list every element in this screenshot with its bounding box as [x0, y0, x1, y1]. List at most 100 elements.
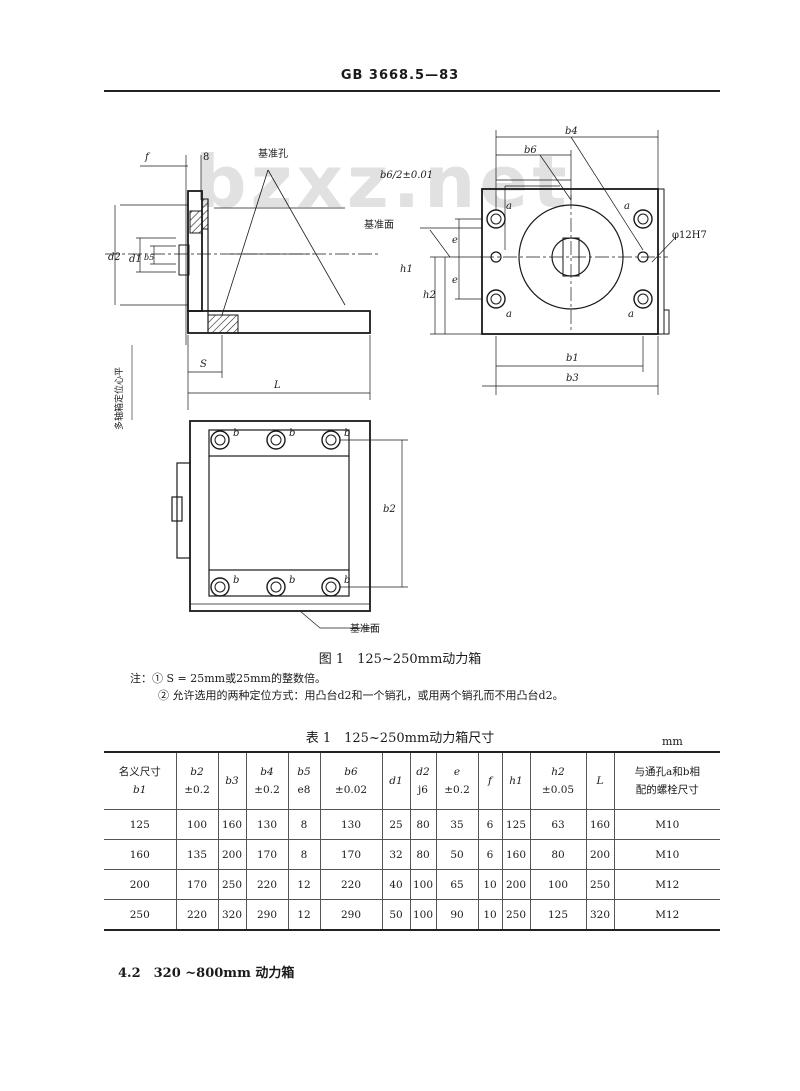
table-header-cell: b6±0.02: [319, 752, 383, 810]
table-header-cell: 与通孔a和b相配的螺栓尺寸: [613, 752, 720, 810]
header-line-2: ±0.2: [254, 784, 280, 796]
header-line-1: b3: [225, 775, 239, 787]
table-cell: 170: [245, 839, 289, 870]
table-header-cell: b5 e8: [287, 752, 321, 810]
table-header-cell: d2 j6: [409, 752, 437, 810]
table-cell: 125: [104, 809, 177, 840]
label-e1: e: [452, 235, 458, 246]
label-a-tr: a: [624, 201, 630, 212]
table-header-cell: b4 ±0.2: [245, 752, 289, 810]
table-cell: 160: [217, 809, 247, 840]
section-heading: 4.2 320 ~800mm 动力箱: [118, 966, 295, 981]
label-b5: b5: [144, 253, 154, 262]
table-cell: 6: [477, 809, 503, 840]
table-cell: 200: [104, 869, 177, 900]
table-cell: 100: [175, 809, 219, 840]
table-cell: 220: [319, 869, 383, 900]
label-b-hole: b: [233, 575, 239, 586]
table-cell: M10: [613, 839, 720, 870]
note-item: ① S = 25mm或25mm的整数倍。: [152, 672, 326, 685]
table-cell: 8: [287, 809, 321, 840]
label-ref-face-2: 基准面: [350, 622, 380, 635]
label-ref-hole: 基准孔: [258, 147, 288, 160]
table-cell: 12: [287, 899, 321, 931]
table-header-cell: d1: [381, 752, 411, 810]
table-cell: 130: [245, 809, 289, 840]
table-cell: 32: [381, 839, 411, 870]
table-cell: 10: [477, 899, 503, 931]
label-b6: b6: [524, 145, 537, 156]
table-cell: 200: [585, 839, 615, 870]
table-cell: 130: [319, 809, 383, 840]
table-cell: 65: [435, 869, 479, 900]
table-cell: 90: [435, 899, 479, 931]
header-line-2: e8: [297, 784, 311, 796]
technical-drawing: f 8 基准孔 b6 b4 b6/2±0.01 基准面 a a a a e e …: [105, 126, 707, 635]
label-d2: d2: [108, 252, 121, 263]
header-line-1: b4: [260, 766, 274, 778]
header-line-2: j6: [418, 784, 428, 796]
table-cell: 220: [175, 899, 219, 931]
header-line-1: b2: [190, 766, 204, 778]
table-cell: M12: [613, 899, 720, 931]
table-unit: mm: [662, 735, 683, 748]
header-line-2: ±0.2: [184, 784, 210, 796]
label-b4: b4: [565, 126, 578, 137]
label-L: L: [273, 380, 281, 391]
header-line-1: L: [596, 775, 604, 787]
header-line-1: d2: [416, 766, 430, 778]
table-cell: 250: [501, 899, 531, 931]
table-cell: 290: [245, 899, 289, 931]
table-cell: M10: [613, 809, 720, 840]
header-line-2: b1: [133, 784, 147, 796]
header-line-1: 与通孔a和b相: [634, 766, 700, 778]
label-b-hole: b: [289, 575, 295, 586]
header-line-1: d1: [389, 775, 403, 787]
table-cell: 250: [217, 869, 247, 900]
table-header-cell: h1: [501, 752, 531, 810]
side-view-base: [187, 310, 371, 334]
label-ref-face-1: 基准面: [364, 218, 394, 231]
label-b-hole: b: [344, 428, 350, 439]
table-cell: 40: [381, 869, 411, 900]
table-header-cell: b3: [217, 752, 247, 810]
table-cell: 250: [104, 899, 177, 931]
label-S: S: [200, 359, 207, 370]
label-b3: b3: [566, 373, 579, 384]
table-caption: 表 1 125~250mm动力箱尺寸: [305, 731, 495, 746]
table-cell: 170: [319, 839, 383, 870]
table-cell: 25: [381, 809, 411, 840]
header-line-1: f: [488, 775, 492, 787]
note-item: ② 允许选用的两种定位方式：用凸台d2和一个销孔，或用两个销孔而不用凸台d2。: [158, 689, 564, 702]
table-cell: 12: [287, 869, 321, 900]
table-cell: 135: [175, 839, 219, 870]
header-line-1: e: [453, 766, 461, 778]
table-cell: 100: [409, 899, 437, 931]
header-line-1: b5: [297, 766, 311, 778]
table-cell: 100: [529, 869, 587, 900]
table-cell: 250: [585, 869, 615, 900]
label-h1: h1: [400, 264, 413, 275]
table-cell: 220: [245, 869, 289, 900]
table-header-cell: e±0.2: [435, 752, 479, 810]
header-line-1: b6: [344, 766, 358, 778]
table-cell: 35: [435, 809, 479, 840]
label-h2: h2: [423, 290, 436, 301]
label-s-top: 8: [203, 152, 209, 163]
figure-caption: 图 1 125~250mm动力箱: [318, 652, 482, 667]
table-header-cell: L: [585, 752, 615, 810]
side-view-plate: [187, 190, 203, 312]
table-header-cell: b2 ±0.2: [175, 752, 219, 810]
table-cell: 125: [501, 809, 531, 840]
table-cell: M12: [613, 869, 720, 900]
table-cell: 50: [381, 899, 411, 931]
table-cell: 100: [409, 869, 437, 900]
table-cell: 80: [409, 839, 437, 870]
standard-code: GB 3668.5—83: [340, 68, 460, 83]
table-header-cell: f: [477, 752, 503, 810]
